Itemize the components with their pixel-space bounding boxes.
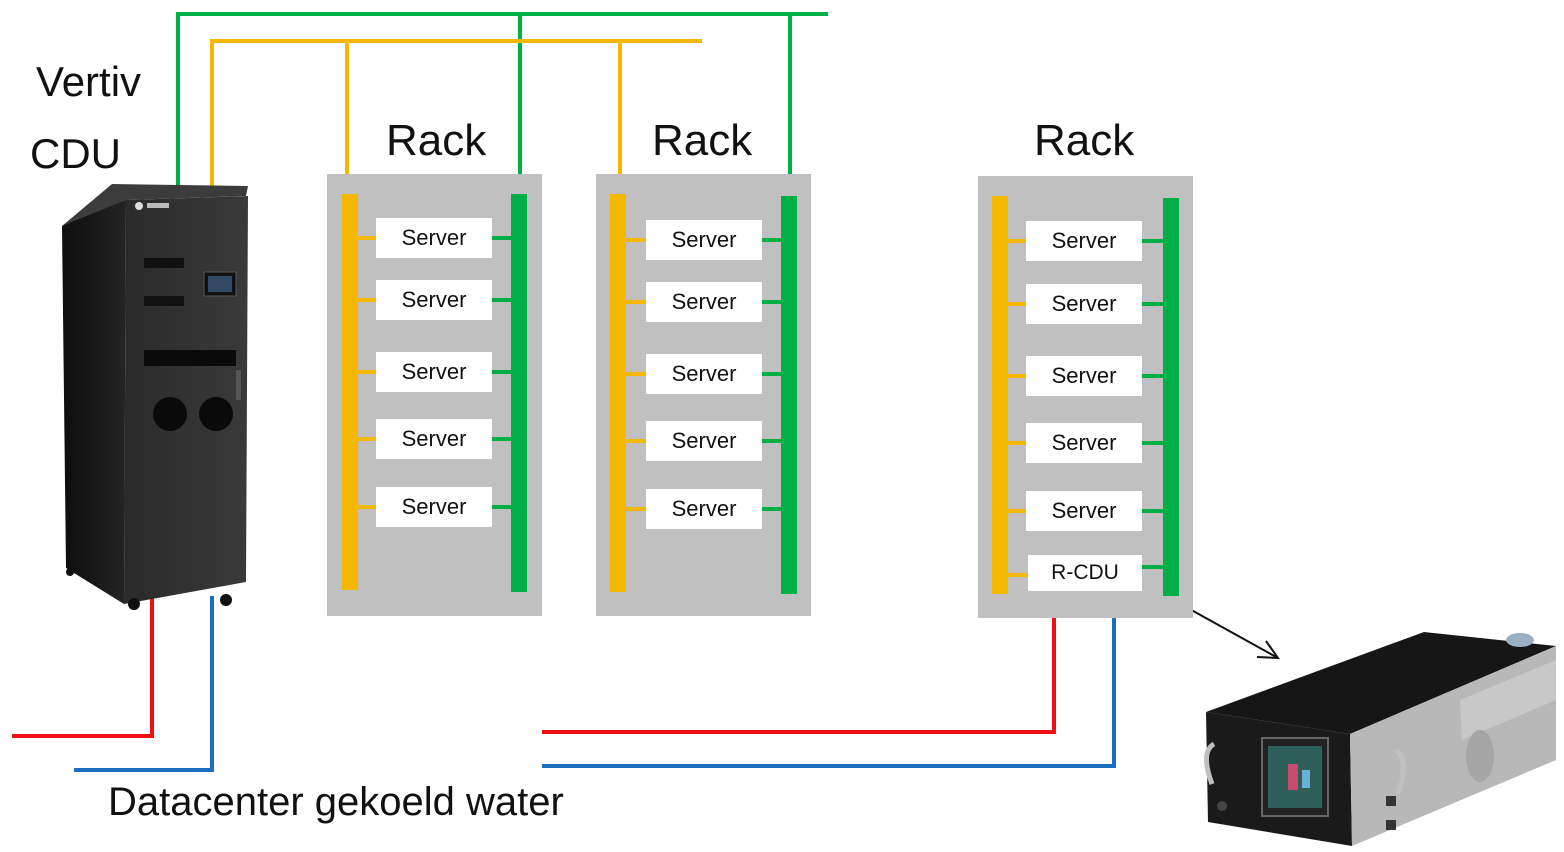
supply-branch (626, 238, 646, 242)
cdu-cold-water-pipe (74, 596, 214, 772)
return-branch (492, 437, 511, 441)
supply-branch (626, 300, 646, 304)
cdu-hot-water-pipe (12, 596, 154, 738)
server-box: Server (646, 489, 762, 529)
supply-branch (1008, 374, 1026, 378)
supply-branch (626, 439, 646, 443)
supply-branch (626, 372, 646, 376)
return-header-pipe (176, 12, 828, 200)
rcdu-box: R-CDU (1028, 555, 1142, 591)
return-branch (1142, 441, 1163, 445)
return-branch (762, 372, 781, 376)
server-box: Server (1026, 423, 1142, 463)
cdu-title-line1: Vertiv (36, 58, 142, 105)
server-box: Server (646, 354, 762, 394)
supply-branch (1008, 573, 1028, 577)
return-branch (1142, 239, 1163, 243)
return-branch (492, 236, 511, 240)
return-branch (492, 505, 511, 509)
server-box: Server (1026, 284, 1142, 324)
return-branch (762, 507, 781, 511)
cdu-title-line2: CDU (30, 130, 121, 177)
supply-branch (358, 298, 376, 302)
supply-branch (1008, 302, 1026, 306)
datacenter-water-label: Datacenter gekoeld water (108, 780, 564, 824)
return-manifold (781, 196, 797, 594)
server-box: Server (376, 487, 492, 527)
rcdu-cold-water-pipe (542, 588, 1116, 768)
server-box: Server (1026, 491, 1142, 531)
return-branch (492, 370, 511, 374)
server-box: Server (646, 220, 762, 260)
return-branch (1142, 374, 1163, 378)
server-box: Server (376, 280, 492, 320)
rack-title: Rack (652, 116, 753, 165)
server-box: Server (376, 419, 492, 459)
supply-branch (358, 236, 376, 240)
supply-branch (1008, 441, 1026, 445)
supply-header-pipe (210, 39, 702, 198)
return-branch (1142, 565, 1163, 569)
return-branch (762, 300, 781, 304)
rack-title: Rack (386, 116, 487, 165)
supply-branch (1008, 509, 1026, 513)
return-branch (492, 298, 511, 302)
server-box: Server (376, 352, 492, 392)
return-manifold (1163, 198, 1179, 596)
return-manifold (511, 194, 527, 592)
supply-manifold (610, 194, 626, 592)
rcdu-hot-water-pipe (542, 588, 1056, 734)
return-branch (1142, 302, 1163, 306)
return-branch (1142, 509, 1163, 513)
supply-branch (358, 437, 376, 441)
return-branch (762, 439, 781, 443)
return-branch (762, 238, 781, 242)
supply-branch (358, 505, 376, 509)
server-box: Server (1026, 356, 1142, 396)
server-box: Server (646, 282, 762, 322)
server-box: Server (376, 218, 492, 258)
supply-manifold (342, 194, 358, 590)
rack-title: Rack (1034, 116, 1135, 165)
supply-branch (358, 370, 376, 374)
supply-branch (626, 507, 646, 511)
server-box: Server (646, 421, 762, 461)
server-box: Server (1026, 221, 1142, 261)
supply-branch (1008, 239, 1026, 243)
supply-manifold (992, 196, 1008, 594)
